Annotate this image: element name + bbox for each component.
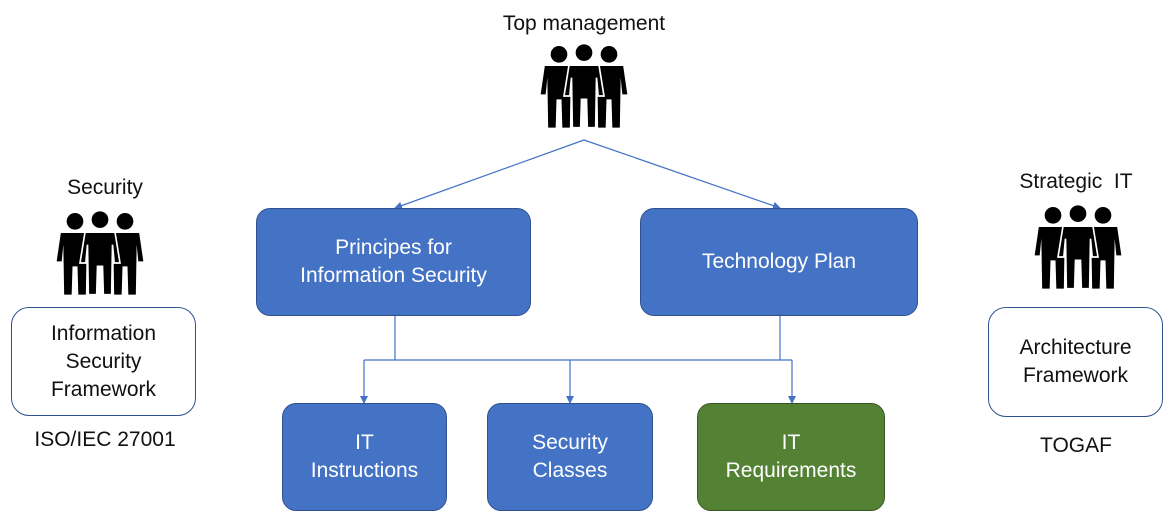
iso-standard-label: ISO/IEC 27001 xyxy=(34,428,176,451)
top-management-people-icon xyxy=(540,44,628,128)
top-management-label: Top management xyxy=(502,12,666,35)
information-security-framework-box: Information Security Framework xyxy=(11,307,196,416)
it-requirements-box: IT Requirements xyxy=(697,403,885,511)
strategic-it-people-icon xyxy=(1034,205,1122,289)
principles-box: Principes for Information Security xyxy=(256,208,531,316)
technology-plan-box: Technology Plan xyxy=(640,208,918,316)
connector-top-to-technology xyxy=(583,139,781,210)
security-classes-box: Security Classes xyxy=(487,403,653,511)
it-instructions-box: IT Instructions xyxy=(282,403,447,511)
connector-top-to-principles xyxy=(394,139,585,210)
architecture-framework-box: Architecture Framework xyxy=(988,307,1163,417)
security-label: Security xyxy=(67,176,143,199)
strategic-it-label: Strategic IT xyxy=(1019,170,1133,193)
togaf-label: TOGAF xyxy=(1040,434,1112,457)
security-people-icon xyxy=(56,211,144,295)
